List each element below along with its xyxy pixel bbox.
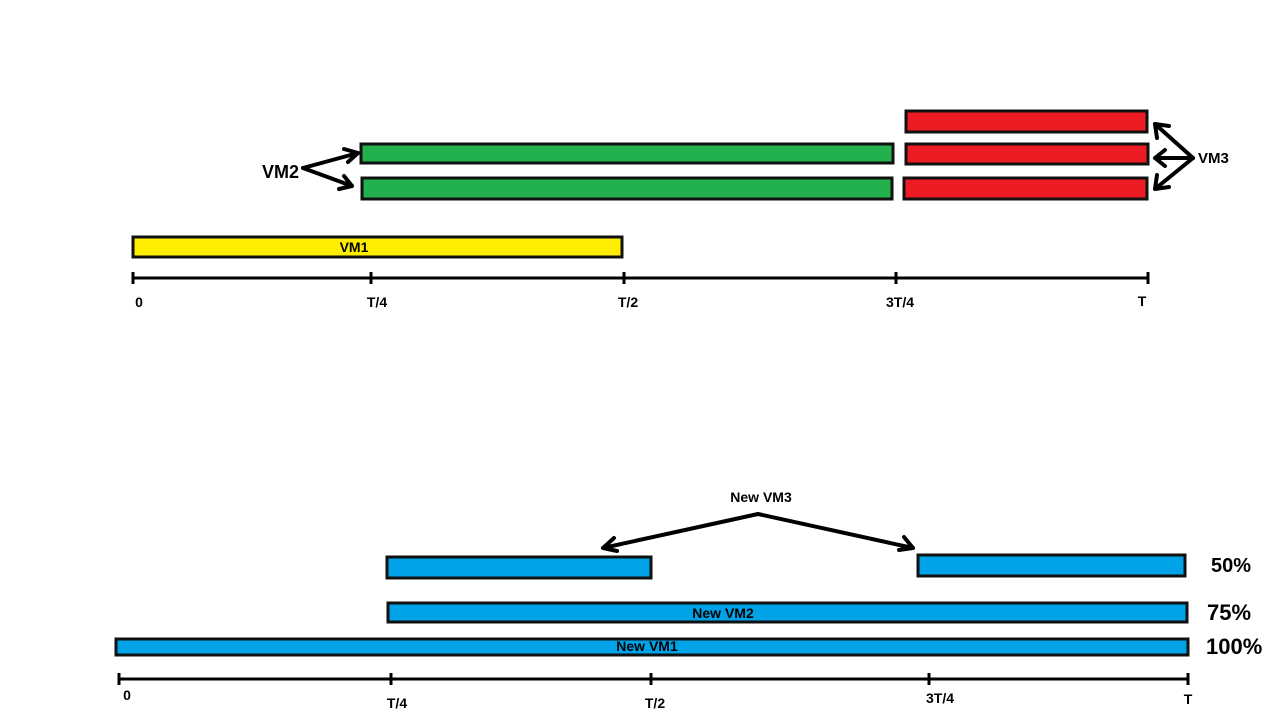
- vm3-arrow-upper: [1153, 122, 1195, 160]
- new-vm1-label: New VM1: [616, 638, 678, 654]
- bottom-diagram: New VM3 50% New VM2 75% New VM1 100% 0 T…: [114, 489, 1262, 711]
- vm2-arrow-lower: [301, 166, 354, 191]
- new-vm3-label: New VM3: [730, 489, 792, 505]
- bottom-tick-label-t4: T/4: [387, 695, 407, 711]
- new-vm2-bar: [386, 601, 1189, 624]
- top-tick-label-t: T: [1138, 293, 1147, 309]
- new-vm3-arrows: [601, 512, 915, 553]
- new-vm3-level: 50%: [1211, 555, 1251, 577]
- vm2-bar-1: [359, 142, 895, 165]
- vm3-bar-1: [904, 109, 1149, 134]
- vm2-arrows: [301, 147, 360, 191]
- bottom-tick-label-3t4: 3T/4: [926, 690, 954, 706]
- vm1-label: VM1: [340, 239, 369, 255]
- new-vm1-bar: [114, 637, 1190, 657]
- new-vm2-label: New VM2: [692, 605, 754, 621]
- new-vm1-level: 100%: [1206, 634, 1262, 659]
- top-diagram: VM1 VM2 VM3 0 T/4 T/2 3T/4 T: [131, 109, 1229, 310]
- new-vm3-bar-2: [916, 553, 1187, 578]
- vm2-bar-2: [360, 176, 894, 201]
- top-tick-label-3t4: 3T/4: [886, 294, 914, 310]
- top-time-axis: 0 T/4 T/2 3T/4 T: [131, 272, 1150, 310]
- bottom-tick-label-t2: T/2: [645, 695, 665, 711]
- top-tick-label-t4: T/4: [367, 294, 387, 310]
- vm1-bar: [131, 235, 624, 259]
- new-vm3-bar-1: [385, 555, 653, 580]
- new-vm3-arrow-left: [601, 512, 760, 553]
- vm3-arrow-lower: [1153, 156, 1195, 191]
- vm3-label: VM3: [1198, 150, 1229, 167]
- new-vm2-level: 75%: [1207, 600, 1251, 625]
- vm3-arrows: [1153, 122, 1195, 191]
- vm2-label: VM2: [262, 162, 299, 182]
- bottom-tick-label-t: T: [1184, 691, 1193, 707]
- bottom-tick-label-0: 0: [123, 687, 131, 703]
- top-tick-label-t2: T/2: [618, 294, 638, 310]
- new-vm3-arrow-right: [756, 512, 915, 552]
- top-tick-label-0: 0: [135, 294, 143, 310]
- bottom-time-axis: 0 T/4 T/2 3T/4 T: [117, 673, 1193, 711]
- vm2-arrow-upper: [301, 147, 360, 170]
- vm3-bar-3: [902, 176, 1149, 201]
- vm3-bar-2: [904, 142, 1150, 166]
- vm3-arrow-middle: [1153, 148, 1195, 168]
